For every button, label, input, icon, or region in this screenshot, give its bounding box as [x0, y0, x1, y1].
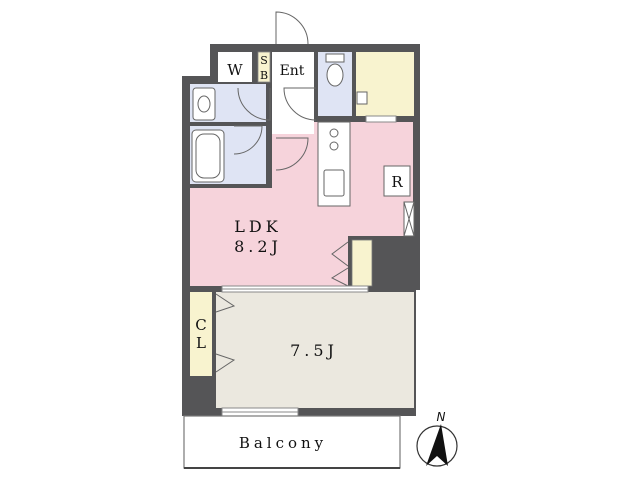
storage-window [365, 115, 397, 123]
meter-box [356, 91, 368, 105]
toilet-bowl [326, 63, 344, 87]
shoe-box [257, 51, 271, 83]
fridge-label: R [391, 173, 403, 191]
north-label: N [437, 410, 446, 424]
room-labels: W S B Ent R LDK 8.2J C L 7.5J Balcony [195, 54, 403, 452]
balcony-label: Balcony [239, 434, 327, 452]
ldk-storage [351, 239, 373, 287]
toilet-door [283, 87, 317, 121]
closet-door-bottom [215, 353, 236, 373]
storage-door [330, 241, 349, 287]
storage-room [356, 52, 414, 116]
balcony [183, 415, 401, 469]
bath-door [233, 125, 263, 155]
closet-label-top: C [195, 316, 206, 334]
compass-arrow [426, 424, 448, 466]
balcony-area [183, 415, 401, 469]
sb-label-top: S [260, 54, 268, 67]
basin-bowl [197, 95, 211, 113]
entrance-area [272, 52, 314, 134]
ldk-name-label: LDK [234, 217, 281, 236]
ldk-size-label: 8.2J [234, 237, 282, 256]
burner-1 [329, 128, 339, 138]
bedroom-room [216, 292, 414, 408]
north-compass: N [416, 410, 458, 467]
wash-basin [192, 87, 216, 121]
wash-label: W [227, 61, 243, 79]
ldk-door [275, 137, 309, 171]
closet-label-bottom: L [196, 334, 206, 352]
kitchen-counter [317, 121, 351, 207]
bedroom-size-label: 7.5J [290, 341, 338, 360]
fridge-space [383, 165, 411, 197]
kitchen-sink [323, 169, 345, 197]
ldk-room [190, 122, 413, 286]
fixtures [191, 53, 415, 237]
closet-door-top [215, 293, 236, 313]
washing-machine-space [218, 52, 252, 82]
burner-2 [329, 141, 339, 151]
bathtub-inner [195, 133, 221, 179]
sb-label-bottom: B [260, 69, 268, 82]
toilet-tank [325, 53, 345, 63]
entrance-door [275, 11, 309, 45]
utility-x [403, 201, 415, 237]
wash-door [237, 87, 271, 121]
bathtub [191, 129, 225, 183]
closet [190, 292, 212, 376]
entrance-label: Ent [280, 63, 305, 79]
rooms [190, 51, 414, 408]
